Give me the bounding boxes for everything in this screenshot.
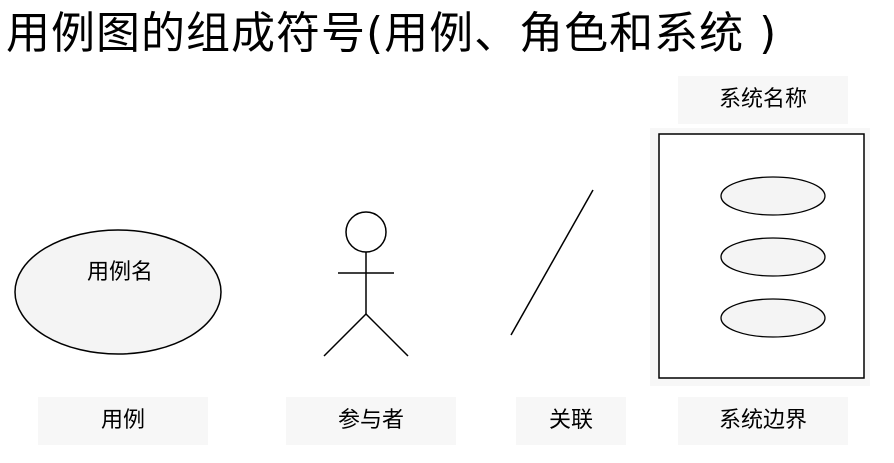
system-use-case-3 — [720, 298, 826, 338]
system-name-label: 系统名称 — [678, 76, 848, 124]
actor-left-leg — [323, 313, 367, 357]
association-line — [510, 189, 594, 336]
system-use-case-1 — [720, 176, 826, 216]
system-use-case-2 — [720, 237, 826, 277]
use-case-ellipse — [14, 229, 222, 355]
diagram-title: 用例图的组成符号(用例、角色和系统 ) — [6, 8, 778, 59]
use-case-inner-label: 用例名 — [86, 260, 154, 285]
actor-caption: 参与者 — [286, 397, 456, 445]
actor-head — [345, 211, 387, 253]
actor-right-leg — [365, 313, 409, 357]
association-caption: 关联 — [516, 397, 626, 445]
system-boundary-caption: 系统边界 — [678, 397, 848, 445]
actor-figure — [323, 211, 409, 357]
use-case-caption: 用例 — [38, 397, 208, 445]
